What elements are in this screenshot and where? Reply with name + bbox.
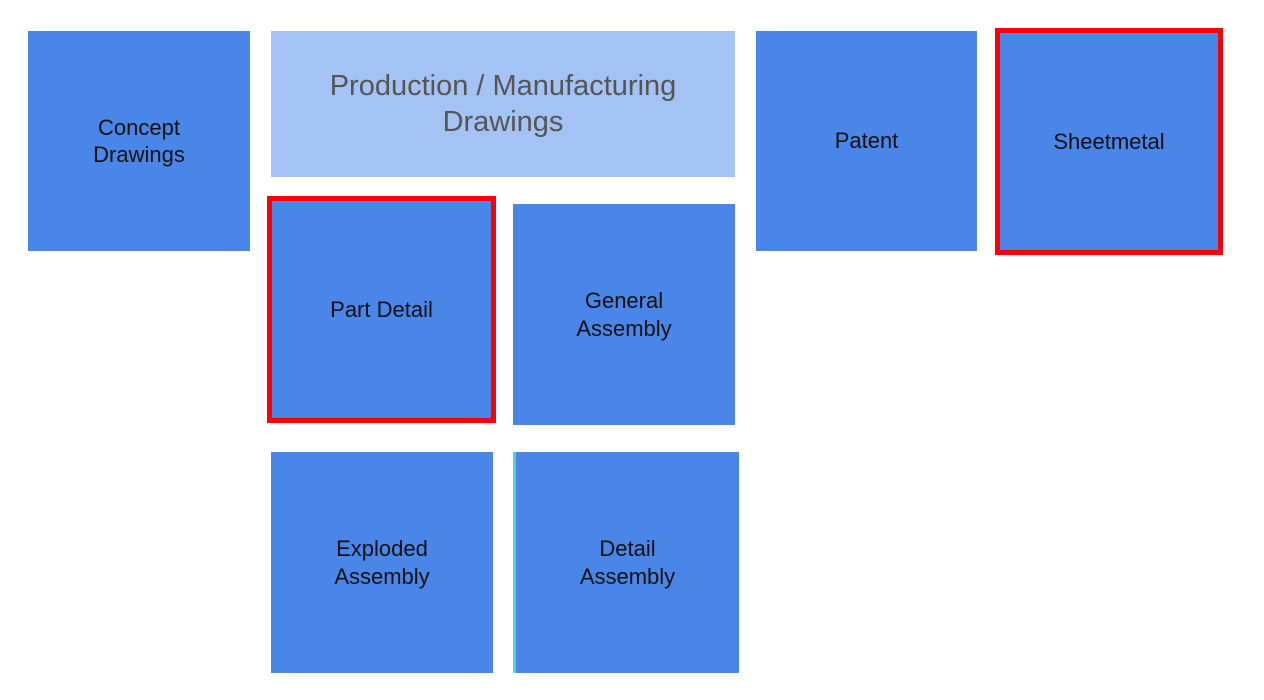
- exploded-assembly-label: Exploded Assembly: [334, 536, 430, 589]
- general-assembly-label: General Assembly: [576, 288, 672, 341]
- sheetmetal-tile[interactable]: Sheetmetal: [995, 28, 1223, 255]
- production-manufacturing-drawings-tile[interactable]: Production / Manufacturing Drawings: [271, 31, 735, 177]
- general-assembly-tile[interactable]: General Assembly: [513, 204, 735, 425]
- part-detail-tile[interactable]: Part Detail: [267, 196, 496, 423]
- detail-assembly-tile[interactable]: Detail Assembly: [513, 452, 739, 673]
- patent-label: Patent: [834, 128, 899, 154]
- production-manufacturing-drawings-label: Production / Manufacturing Drawings: [329, 69, 677, 138]
- exploded-assembly-tile[interactable]: Exploded Assembly: [271, 452, 493, 673]
- concept-drawings-tile[interactable]: Concept Drawings: [28, 31, 250, 251]
- concept-drawings-label: Concept Drawings: [93, 114, 185, 168]
- patent-tile[interactable]: Patent: [756, 31, 977, 251]
- sheetmetal-label: Sheetmetal: [1053, 128, 1165, 154]
- part-detail-label: Part Detail: [330, 296, 433, 322]
- detail-assembly-label: Detail Assembly: [579, 536, 676, 589]
